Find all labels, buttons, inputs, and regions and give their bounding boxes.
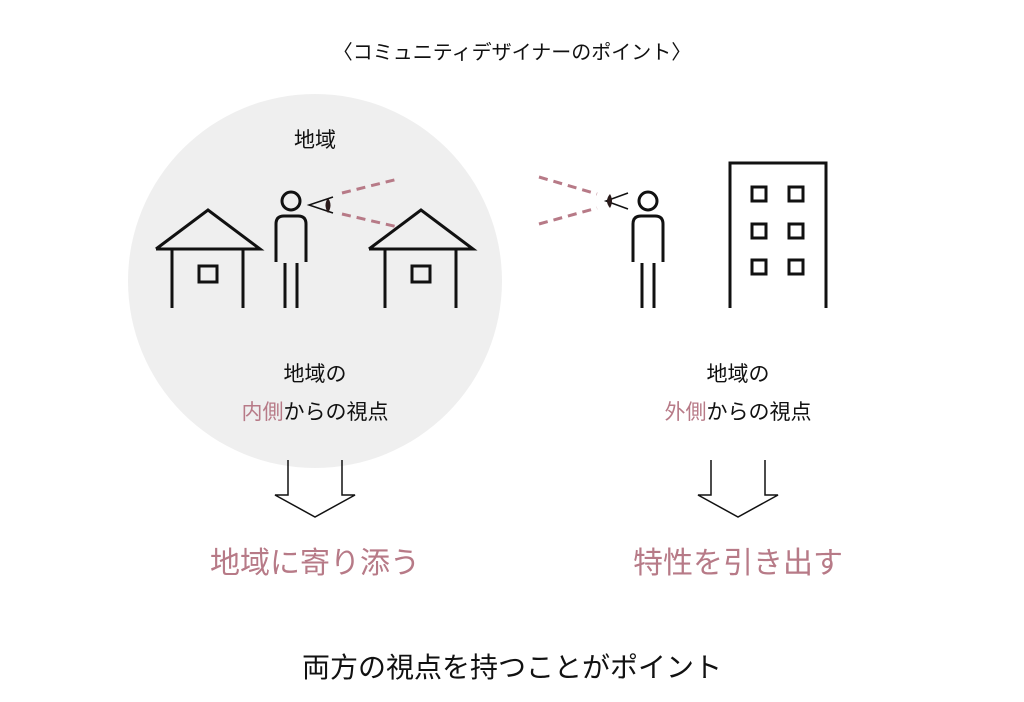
down-arrow-icon bbox=[697, 460, 779, 518]
header-title: 〈コミュニティデザイナーのポイント〉 bbox=[332, 40, 692, 64]
eye-icon bbox=[603, 192, 629, 210]
left-result: 地域に寄り添う bbox=[210, 546, 420, 581]
right-caption-highlight: 外側 bbox=[664, 400, 707, 424]
left-caption-line2: 内側からの視点 bbox=[242, 396, 389, 426]
right-result: 特性を引き出す bbox=[633, 546, 843, 581]
footer-point: 両方の視点を持つことがポイント bbox=[301, 651, 723, 684]
left-caption-highlight: 内側 bbox=[241, 400, 284, 424]
right-caption-line1: 地域の bbox=[706, 362, 770, 386]
left-caption-rest: からの視点 bbox=[283, 400, 389, 424]
right-caption-line2: 外側からの視点 bbox=[665, 396, 812, 426]
region-circle bbox=[128, 94, 502, 468]
eye-icon bbox=[306, 196, 334, 214]
person-icon bbox=[631, 190, 665, 308]
house-icon bbox=[155, 208, 265, 308]
down-arrow-icon bbox=[274, 460, 356, 518]
building-icon bbox=[728, 161, 828, 308]
left-caption-line1: 地域の bbox=[283, 362, 347, 386]
region-label: 地域 bbox=[294, 128, 336, 152]
sight-lines bbox=[341, 175, 598, 229]
person-icon bbox=[274, 190, 308, 308]
house-icon bbox=[368, 208, 478, 308]
right-caption-rest: からの視点 bbox=[706, 400, 812, 424]
